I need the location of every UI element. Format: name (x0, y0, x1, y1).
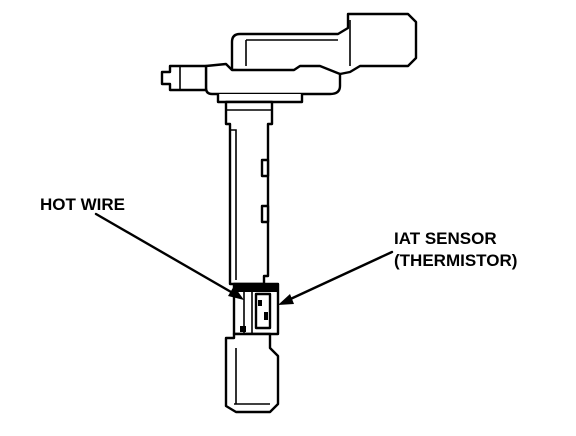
locating-tab (160, 64, 208, 92)
iat-sensor-leader-line (282, 250, 394, 304)
hot-wire-callout: HOT WIRE (40, 195, 244, 300)
maf-sensor-body (160, 12, 418, 414)
hot-wire-leader-line (94, 212, 240, 298)
mounting-flange (204, 62, 342, 104)
probe-stem (224, 100, 274, 286)
sensing-element-window (232, 282, 280, 336)
probe-tip (224, 332, 280, 414)
connector-housing (230, 12, 418, 76)
iat-sensor-label-line2: (THERMISTOR) (394, 251, 517, 270)
iat-sensor-callout: IAT SENSOR (THERMISTOR) (278, 229, 517, 305)
hot-wire-label: HOT WIRE (40, 195, 125, 214)
hot-wire-arrowhead (228, 286, 244, 300)
iat-sensor-label-line1: IAT SENSOR (394, 229, 497, 248)
iat-sensor-arrowhead (278, 294, 294, 305)
